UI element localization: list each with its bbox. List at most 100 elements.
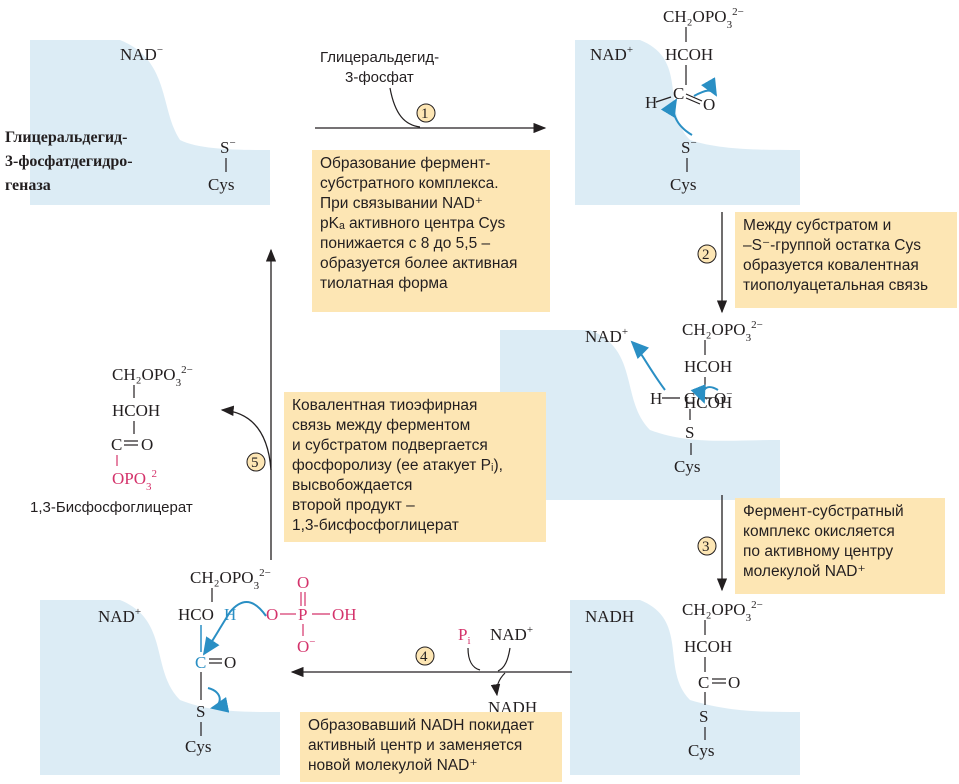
note-step2-line: –S⁻-группой остатка Cys [743,237,921,254]
pi-curve-arrow [467,647,481,671]
step1-badge [416,103,436,123]
nadh-label-4: NADH [585,607,634,626]
c-4: C [698,673,709,692]
note-step1-line: Образование фермент- [320,155,491,172]
nad-plus-label-step4: NAD+ [490,624,533,644]
enzyme-surface-4 [40,600,280,775]
note-step5-line: высвобождается [292,477,413,494]
note-step5-line: второй продукт – [292,497,415,514]
step3-badge [697,536,717,556]
phosphate-oh: OH [332,605,357,624]
h-2: H [645,93,657,112]
electron-arrow-3b [690,384,719,404]
nad-plus-label-3: NAD+ [585,326,628,346]
o-3: O− [714,388,733,408]
product-release-arrow [220,405,272,471]
substrate-label-line-1: Глицеральдегид- [320,49,439,66]
product-label: 1,3-Бисфосфоглицерат [30,499,193,516]
step1-number: 1 [421,106,429,122]
product-ch2opo3: CH₂OPO32− [112,364,193,389]
hcoh-2: HCOH [665,45,713,64]
step2-badge [697,244,717,264]
note-step3-line: комплекс окисляется [743,523,895,540]
step2-number: 2 [702,247,710,263]
note-step1-line: образуется более активная [320,255,518,272]
note-step1-line: понижается с 8 до 5,5 – [320,235,491,252]
hco-5: HCO [178,605,214,624]
note-step5-line: Ковалентная тиоэфирная [292,397,478,414]
note-step3-line: Фермент-субстратный [743,503,904,520]
note-step4: Образовавший NADH покидает активный цент… [300,712,562,782]
note-step2: Между субстратом и –S⁻-группой остатка C… [735,212,957,308]
note-step2-line: тиополуацетальная связь [743,277,929,294]
note-step1-line: При связывании NAD⁺ [320,195,483,212]
nad-minus-label-1: NAD− [120,44,163,64]
enzyme-surface-2 [575,40,800,205]
note-step3: Фермент-субстратный комплекс окисляется … [735,498,945,594]
c-5: C [195,653,206,672]
ch2opo3-3: CH₂OPO32− [682,319,763,344]
ch2opo3-2: CH₂OPO32− [663,6,744,31]
cys-label-5: Cys [185,737,211,756]
electron-arrow-2 [660,98,693,136]
note-step5-line: 1,3-бисфосфоглицерат [292,517,459,534]
o-4: O [728,673,740,692]
note-step5-line: и субстратом подвергается [292,437,488,454]
note-step5-line: связь между ферментом [292,417,471,434]
note-step4-line: активный центр и заменяется [308,737,523,754]
step3-number: 3 [702,539,710,555]
note-step3-line: молекулой NAD⁺ [743,563,866,580]
hcoh-3: HCOH [684,357,732,376]
electron-arrow-2b [693,77,717,97]
note-step5: Ковалентная тиоэфирная связь между ферме… [284,392,546,542]
s-4: S [699,707,708,726]
note-step1-line: pKₐ активного центра Cys [320,215,506,232]
product-c: C [111,435,122,454]
cys-label-3: Cys [674,457,700,476]
thiolate-s-1: S− [220,137,236,157]
s-3: S [685,423,694,442]
note-step4-line: новой молекулой NAD⁺ [308,757,478,774]
cys-label-1: Cys [208,175,234,194]
ch2opo3-5: CH₂OPO32− [190,567,271,592]
note-step1: Образование фермент- субстратного компле… [312,150,550,312]
c-2: C [673,84,684,103]
phosphate-o-bottom: O− [297,636,316,656]
bond-2d [685,93,703,102]
note-step2-line: образуется ковалентная [743,257,919,274]
product-hcoh: HCOH [112,401,160,420]
enzyme-surface-3 [500,330,780,500]
thiolate-s-2: S− [681,137,697,157]
phosphate-p: P [298,605,307,624]
product-o: O [141,435,153,454]
enzyme-surface-1 [30,40,270,205]
nad-plus-label-2: NAD+ [590,44,633,64]
substrate-label-line-2: 3-фосфат [345,69,414,86]
cys-label-2: Cys [670,175,696,194]
phosphate-o-top: O [297,573,309,592]
nad-plus-label-5: NAD+ [98,606,141,626]
enzyme-name-line-3: геназа [5,177,51,194]
h-3: H [650,389,662,408]
nad-curve-arrow [497,647,511,672]
note-step4-line: Образовавший NADH покидает [308,717,535,734]
o-2: O [703,95,715,114]
pi-label: Pi [458,625,471,647]
o-5: O [224,653,236,672]
hcoh-4: HCOH [684,637,732,656]
electron-arrow-5a [202,601,267,656]
step4-badge [415,646,435,666]
cys-label-4: Cys [688,741,714,760]
bond-2d2 [685,97,701,105]
enzyme-name-line-2: 3-фосфатдегидро- [5,153,133,170]
c-3: C [684,389,695,408]
electron-arrow-3a [630,340,666,391]
enzyme-name-line-1: Глицеральдегид- [5,129,127,146]
phosphate-o-attack: O [266,605,278,624]
substrate-curve-arrow [389,87,421,128]
step5-number: 5 [251,455,259,471]
enzyme-surface-5 [570,600,800,775]
step5-badge [246,452,266,472]
